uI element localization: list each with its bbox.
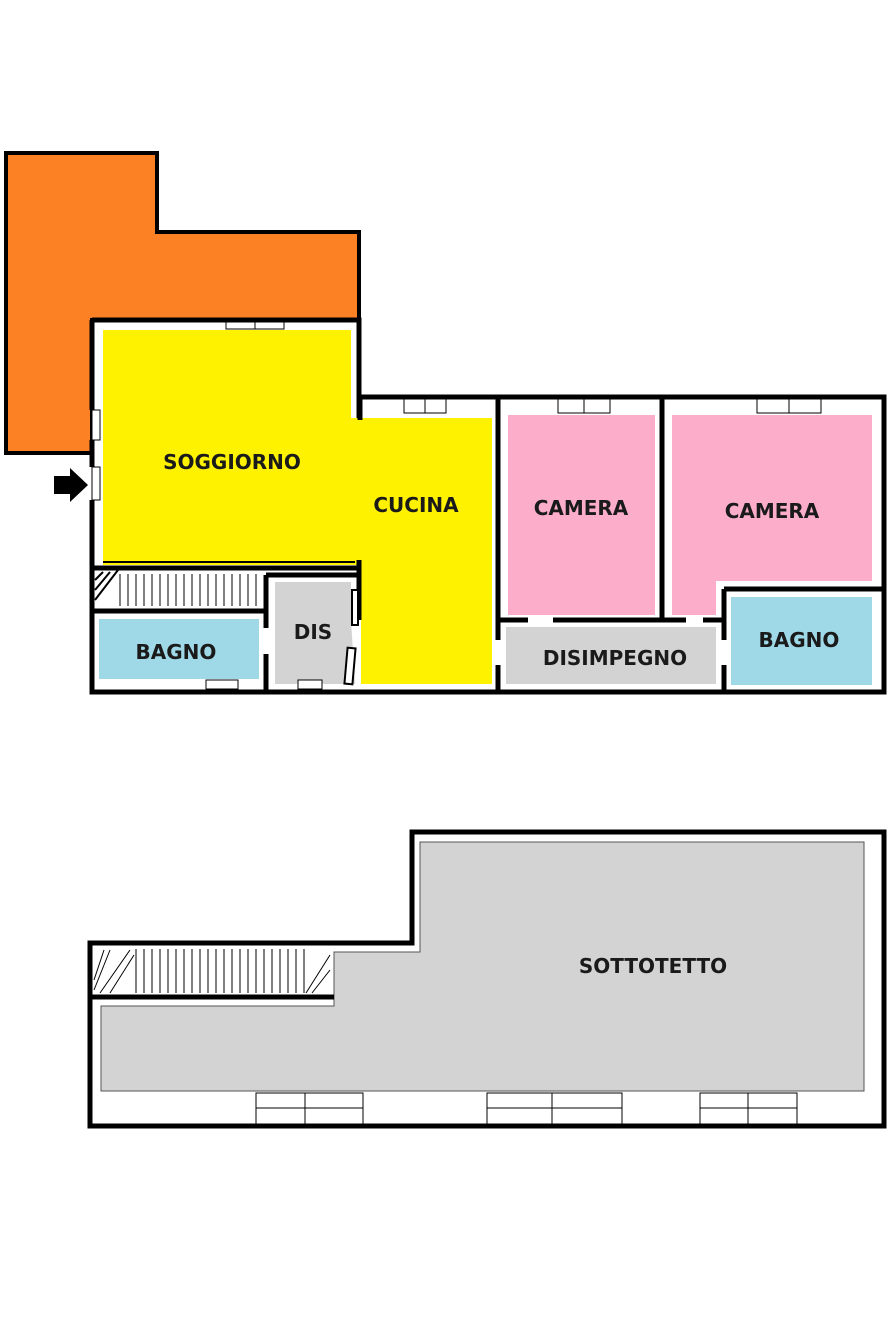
- label-camera-2: CAMERA: [725, 499, 820, 523]
- stair-hatch: [311, 969, 331, 994]
- stair-hatch: [93, 949, 105, 981]
- ground-floor: SOGGIORNO CUCINA CAMERA CAMERA BAGNO BAG…: [4, 151, 887, 695]
- ground-windows: [91, 321, 822, 690]
- sottotetto-area: [100, 841, 865, 1092]
- stair-hatch: [109, 954, 135, 994]
- attic-floor: SOTTOTETTO: [87, 829, 887, 1129]
- stairs-ground: [94, 569, 263, 608]
- label-cucina: CUCINA: [373, 493, 459, 517]
- arrow-right-icon: [54, 468, 88, 502]
- bagno-1-area: [99, 619, 259, 679]
- label-sottotetto: SOTTOTETTO: [579, 954, 727, 978]
- stair-hatch: [93, 949, 111, 991]
- label-bagno-1: BAGNO: [136, 640, 217, 664]
- stairs-attic: [93, 947, 332, 995]
- camera-2-area: [672, 415, 872, 615]
- disimpegno-area: [506, 627, 716, 684]
- attic-outer-wall: [87, 829, 887, 1129]
- attic-windows: [255, 1092, 798, 1125]
- label-soggiorno: SOGGIORNO: [163, 450, 301, 474]
- label-disimpegno: DISIMPEGNO: [543, 646, 687, 670]
- label-bagno-2: BAGNO: [759, 628, 840, 652]
- stair-hatch: [99, 949, 131, 994]
- soggiorno-area: [103, 330, 492, 684]
- stair-hatch: [305, 954, 331, 994]
- dis-area: [275, 582, 355, 684]
- bagno-2-area: [731, 597, 872, 685]
- ground-walls: [89, 317, 887, 695]
- label-camera-1: CAMERA: [534, 496, 629, 520]
- camera-1-area: [508, 415, 655, 615]
- label-dis: DIS: [294, 620, 332, 644]
